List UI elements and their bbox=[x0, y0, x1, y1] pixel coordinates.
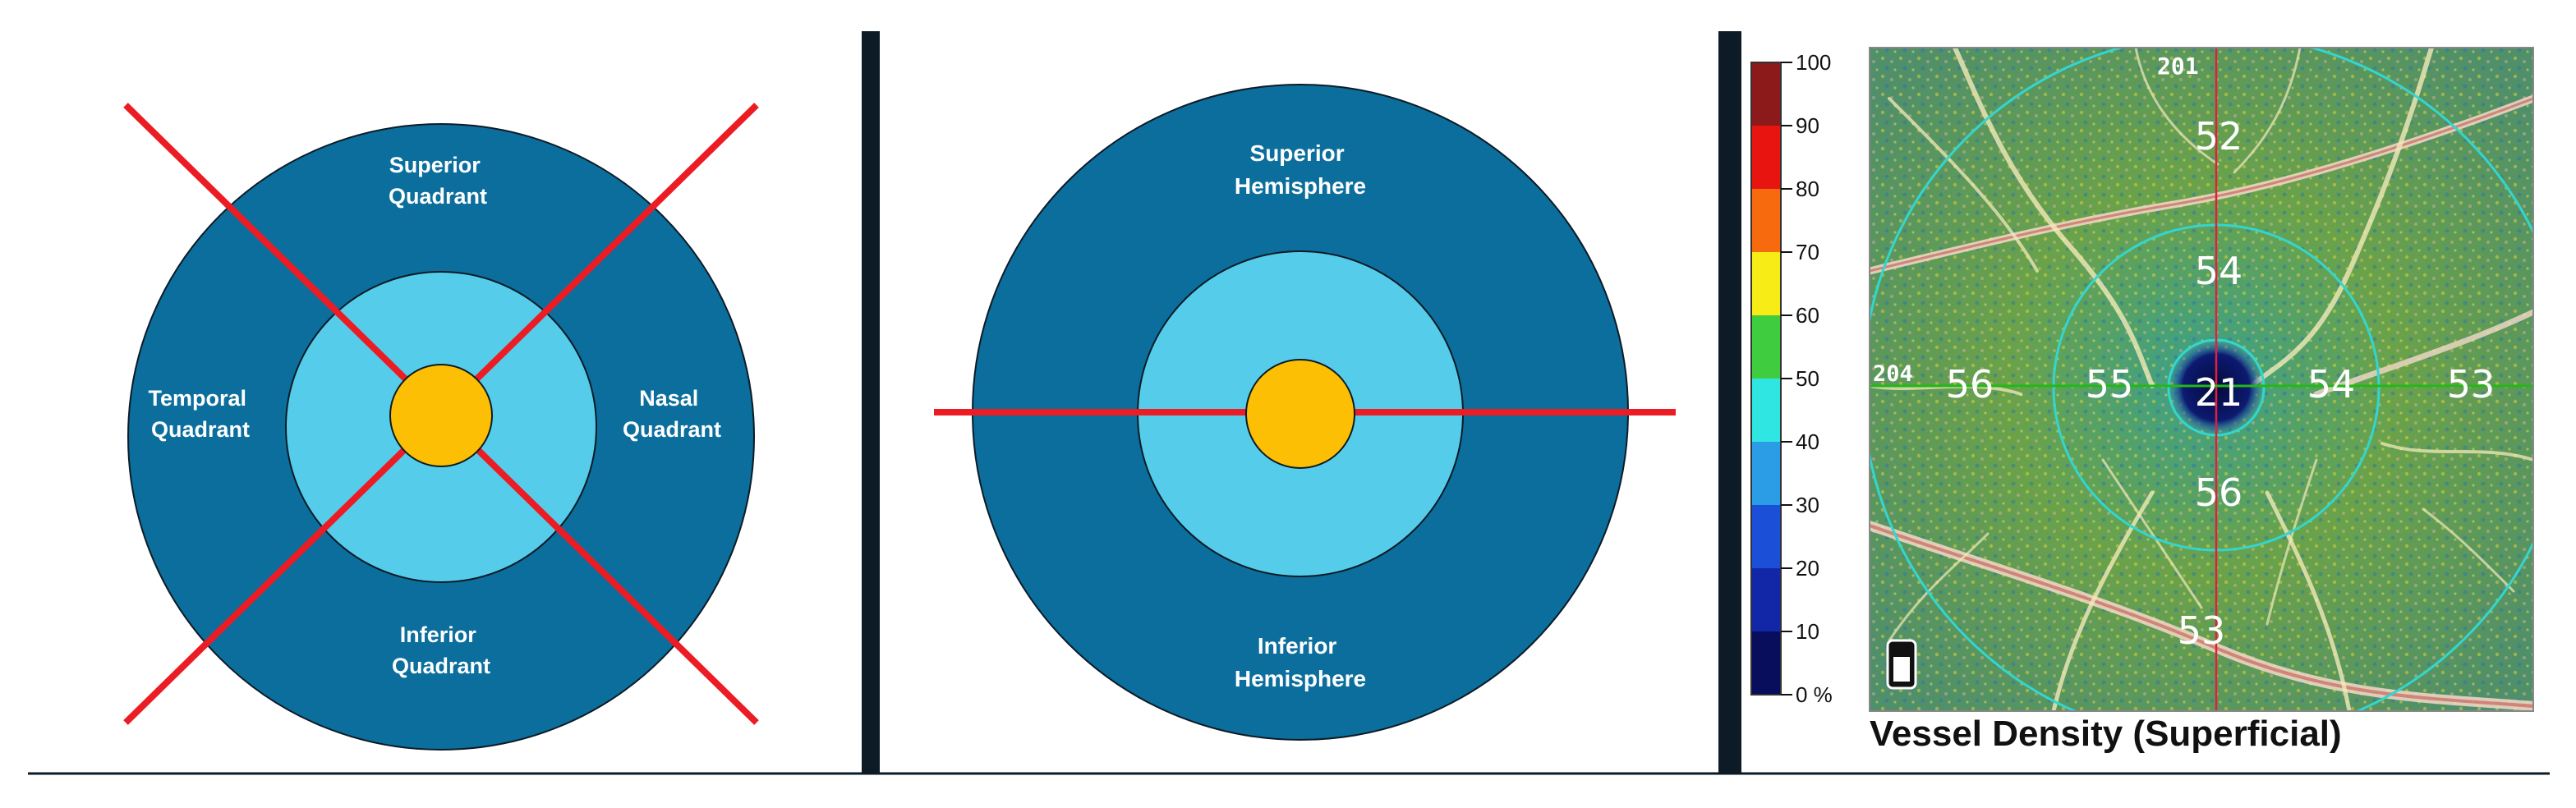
nasal-quadrant-label: Nasal Quadrant bbox=[623, 386, 721, 442]
vessel-network bbox=[1870, 48, 2533, 711]
density-map-frame bbox=[1869, 47, 2534, 712]
hemisphere-diagram: Superior Hemisphere Inferior Hemisphere bbox=[934, 84, 1676, 741]
inferior-outer-value: 53 bbox=[2178, 608, 2226, 653]
superior-outer-value: 52 bbox=[2195, 114, 2243, 158]
color-scale-band bbox=[1751, 62, 1781, 126]
color-scale-label: 60 bbox=[1796, 303, 1819, 328]
panel-divider-2 bbox=[1718, 31, 1741, 774]
inferior-inner-value: 56 bbox=[2195, 471, 2243, 515]
panel-divider-1 bbox=[862, 31, 880, 774]
temporal-quadrant-label: Temporal Quadrant bbox=[148, 386, 252, 442]
color-scale-band bbox=[1751, 568, 1781, 631]
color-scale-label: 50 bbox=[1796, 366, 1819, 391]
superior-hemisphere-label: Superior Hemisphere bbox=[1235, 140, 1366, 199]
color-scale-band bbox=[1751, 505, 1781, 568]
color-scale-label: 30 bbox=[1796, 493, 1819, 517]
color-scale-band bbox=[1751, 252, 1781, 315]
color-scale-band bbox=[1751, 379, 1781, 442]
temporal-outer-value: 56 bbox=[1946, 362, 1994, 406]
color-scale-label: 40 bbox=[1796, 429, 1819, 454]
map-left-edge-value: 204 bbox=[1873, 361, 1913, 387]
center-density-value: 21 bbox=[2195, 370, 2243, 415]
quadrant-diagram: Superior Quadrant Temporal Quadrant Nasa… bbox=[123, 103, 759, 751]
density-map-caption: Vessel Density (Superficial) bbox=[1870, 714, 2342, 754]
superior-inner-value: 54 bbox=[2195, 249, 2243, 293]
color-scale-label: 0 % bbox=[1796, 682, 1833, 707]
color-scale-band bbox=[1751, 442, 1781, 505]
vessel-density-map: 201 204 21 52 54 56 55 54 53 56 53 bbox=[1870, 48, 2533, 711]
color-scale-label: 80 bbox=[1796, 177, 1819, 201]
density-color-scale: 100 90 80 70 60 50 40 30 20 10 0 % bbox=[1750, 50, 1833, 707]
quadrant-fovea bbox=[389, 364, 493, 467]
color-scale-label: 70 bbox=[1796, 240, 1819, 264]
color-scale-label: 100 bbox=[1796, 50, 1831, 75]
inferior-hemisphere-label: Inferior Hemisphere bbox=[1235, 633, 1366, 691]
color-scale-label: 90 bbox=[1796, 113, 1819, 138]
map-top-edge-value: 201 bbox=[2157, 53, 2199, 80]
device-badge-icon bbox=[1886, 639, 1917, 690]
color-scale-label: 10 bbox=[1796, 619, 1819, 644]
nasal-inner-value: 54 bbox=[2307, 362, 2356, 406]
superior-quadrant-label: Superior Quadrant bbox=[389, 153, 487, 209]
color-scale-band bbox=[1751, 631, 1781, 695]
color-scale-band bbox=[1751, 189, 1781, 252]
inferior-quadrant-label: Inferior Quadrant bbox=[392, 622, 490, 678]
temporal-inner-value: 55 bbox=[2086, 362, 2134, 406]
color-scale-band bbox=[1751, 126, 1781, 189]
nasal-outer-value: 53 bbox=[2447, 362, 2496, 406]
color-scale-label: 20 bbox=[1796, 556, 1819, 581]
color-scale-band bbox=[1751, 315, 1781, 379]
hemisphere-fovea bbox=[1245, 359, 1355, 469]
